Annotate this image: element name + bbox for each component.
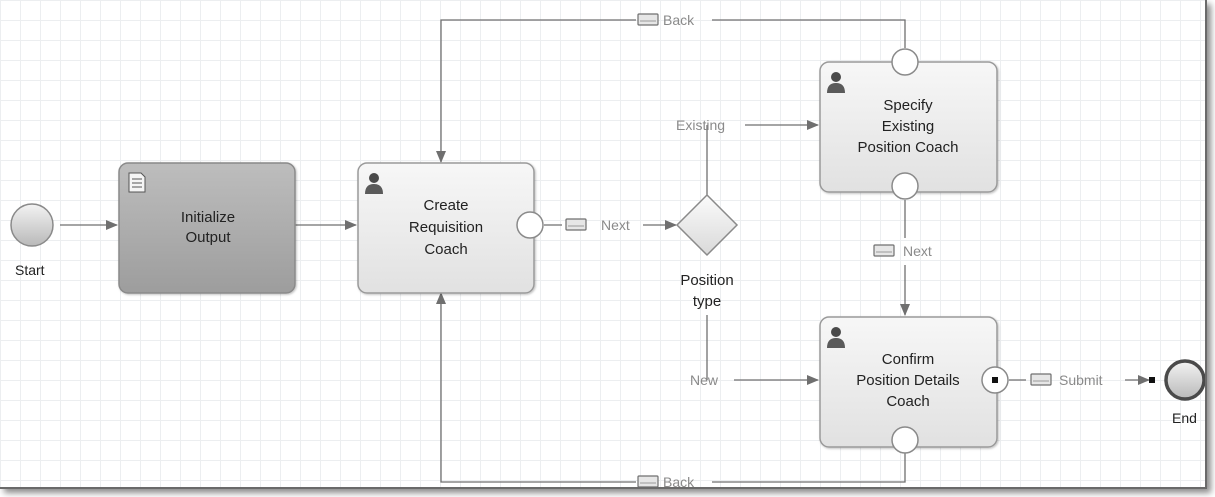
initialize-output-task[interactable]: Initialize Output <box>118 162 296 294</box>
svg-text:Back: Back <box>663 12 695 28</box>
svg-text:Submit: Submit <box>1059 372 1103 388</box>
process-diagram: Back Back Next Next Existing New Submit … <box>10 12 1205 487</box>
confirm-position-details-coach-task[interactable]: Confirm Position Details Coach <box>819 316 1009 454</box>
user-icon <box>827 327 845 348</box>
message-icon <box>873 244 895 257</box>
back-bottom-label: Back <box>637 474 695 487</box>
process-diagram-canvas[interactable]: Back Back Next Next Existing New Submit … <box>0 0 1207 489</box>
svg-text:Position Coach: Position Coach <box>858 139 959 156</box>
create-requisition-coach-task[interactable]: Create Requisition Coach <box>357 162 544 294</box>
svg-text:Create: Create <box>423 197 468 214</box>
start-label: Start <box>15 262 45 278</box>
specify-existing-position-coach-task[interactable]: Specify Existing Position Coach <box>819 48 998 200</box>
svg-text:type: type <box>693 293 721 310</box>
existing-label: Existing <box>676 117 725 133</box>
svg-text:Next: Next <box>601 217 630 233</box>
boundary-event-bottom[interactable] <box>891 172 919 200</box>
flow-back-bottom[interactable] <box>712 452 906 483</box>
flow-back-top[interactable] <box>712 19 906 48</box>
start-event[interactable]: Start <box>10 203 54 278</box>
message-icon <box>637 13 659 26</box>
svg-text:Coach: Coach <box>886 393 929 410</box>
svg-text:Initialize: Initialize <box>181 209 235 226</box>
position-type-gateway[interactable]: Position type <box>675 193 739 310</box>
new-label: New <box>690 372 719 388</box>
boundary-event-top[interactable] <box>891 48 919 76</box>
svg-text:Specify: Specify <box>883 97 933 114</box>
svg-text:Existing: Existing <box>882 118 935 135</box>
script-icon <box>128 172 146 193</box>
next-specify-label: Next <box>873 243 932 259</box>
message-icon <box>637 475 659 487</box>
boundary-event-right[interactable] <box>981 366 1009 394</box>
back-top-label: Back <box>637 12 695 28</box>
svg-text:Next: Next <box>903 243 932 259</box>
svg-text:Position Details: Position Details <box>856 372 959 389</box>
submit-label: Submit <box>1030 372 1103 388</box>
svg-text:Coach: Coach <box>424 241 467 258</box>
svg-text:Back: Back <box>663 474 695 487</box>
next-create-label: Next <box>565 217 630 233</box>
svg-text:Output: Output <box>185 229 231 246</box>
end-event[interactable]: End <box>1149 359 1205 426</box>
svg-text:Position: Position <box>680 272 733 289</box>
svg-text:Requisition: Requisition <box>409 219 483 236</box>
user-icon <box>827 72 845 93</box>
user-icon <box>365 173 383 194</box>
boundary-event-bottom[interactable] <box>891 426 919 454</box>
boundary-event[interactable] <box>516 211 544 239</box>
message-icon <box>1030 373 1052 386</box>
svg-text:Confirm: Confirm <box>882 351 935 368</box>
message-icon <box>565 218 587 231</box>
end-label: End <box>1172 410 1197 426</box>
